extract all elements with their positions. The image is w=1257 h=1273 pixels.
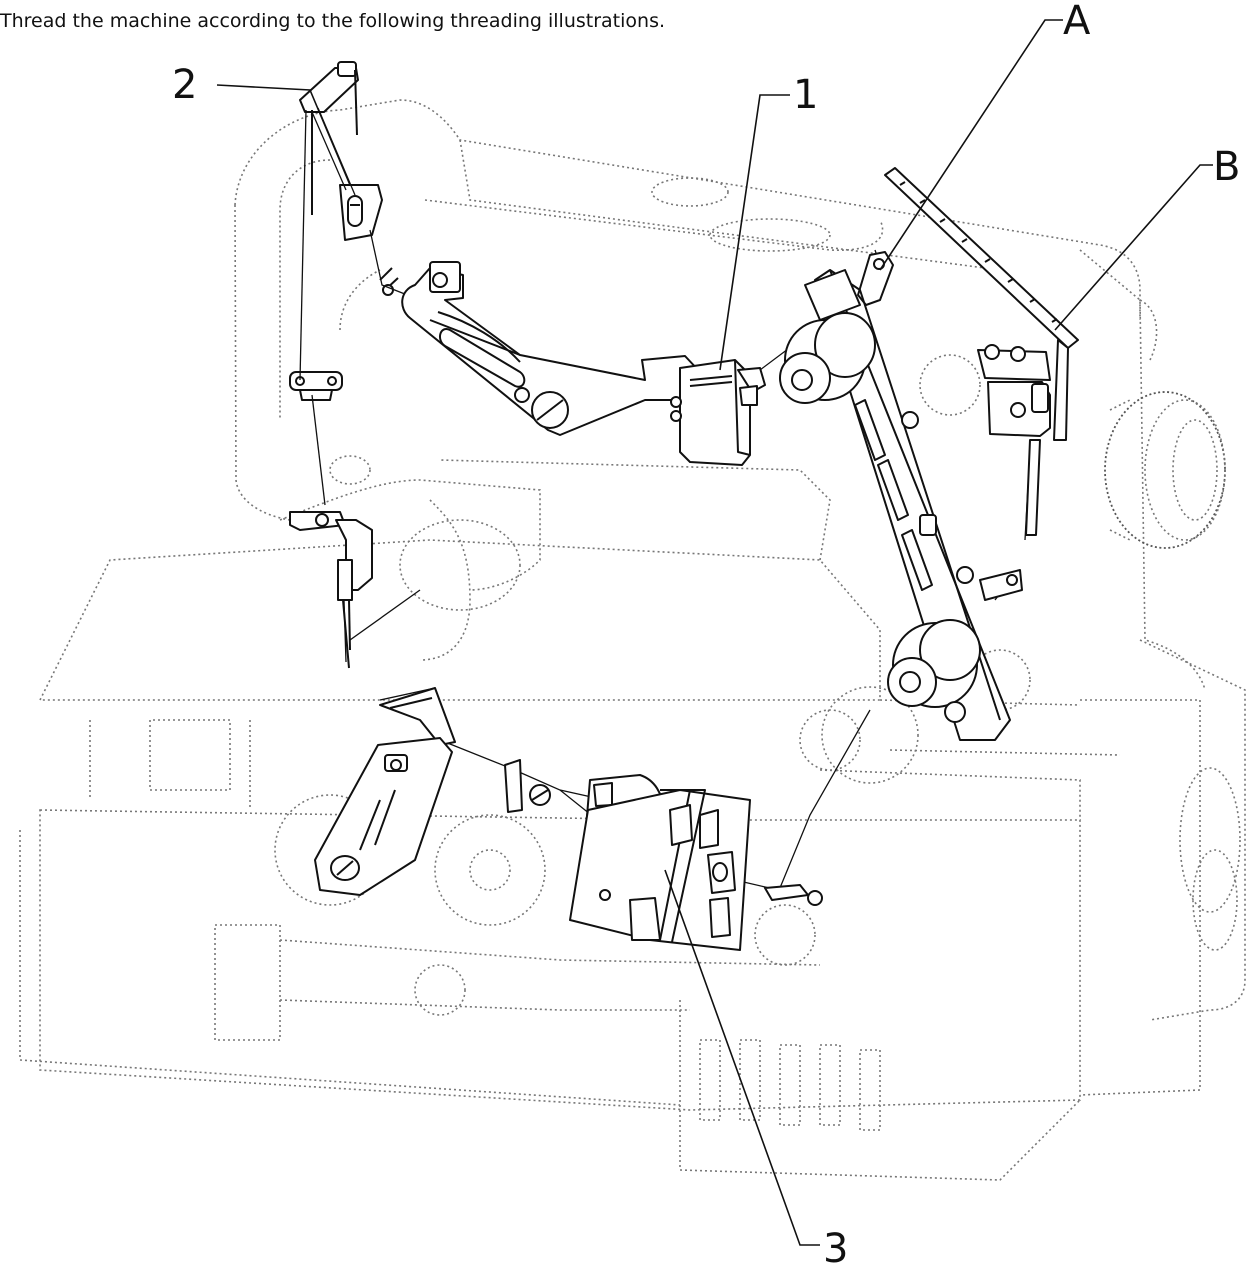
callout-leaders <box>216 19 1213 1246</box>
callout-label-3: 3 <box>823 1226 848 1272</box>
callout-label-2: 2 <box>172 62 197 108</box>
machine-body-outline <box>19 99 1246 1181</box>
leader-line-b <box>1054 164 1213 331</box>
lower-looper-assembly <box>314 687 823 951</box>
callout-label-b: B <box>1213 144 1240 190</box>
upper-arm-guide-1 <box>401 261 766 466</box>
leader-line-2 <box>216 84 351 186</box>
callout-label-a: A <box>1063 0 1091 44</box>
threading-instruction: Thread the machine according to the foll… <box>0 10 666 32</box>
leader-line-3 <box>664 869 820 1246</box>
thread-guide-plate-a-b <box>857 167 1079 536</box>
callout-label-1: 1 <box>793 72 818 118</box>
leader-line-1 <box>719 94 790 371</box>
looper-tension-assembly <box>779 269 1023 741</box>
leader-line-a <box>879 19 1063 271</box>
needle-thread-guide-assembly <box>289 61 399 669</box>
